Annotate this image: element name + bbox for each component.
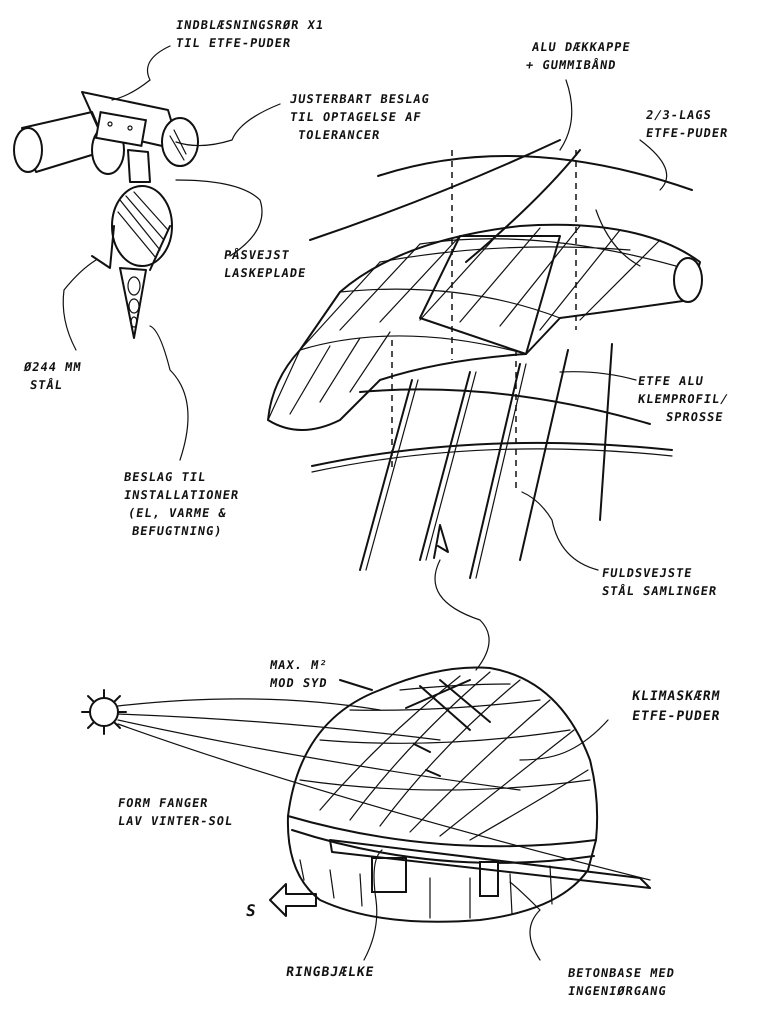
label-sun-1: MAX. M²: [269, 658, 329, 672]
label-form-2: LAV VINTER-SOL: [117, 814, 235, 828]
etfe-grid-assembly: [267, 139, 703, 579]
label-profile-3: SPROSSE: [665, 410, 725, 424]
label-sun-2: MOD SYD: [269, 676, 329, 690]
label-plate-2: LASKEPLADE: [223, 266, 308, 280]
label-bracket-2: TIL OPTAGELSE AF: [289, 110, 423, 124]
label-installations-4: BEFUGTNING): [131, 524, 224, 538]
label-pipes-1: INDBLÆSNINGSRØR X1: [175, 18, 326, 32]
sun-icon: [81, 679, 651, 881]
label-steel-2: STÅL: [29, 378, 64, 392]
label-plate-1: PÅSVEJST: [223, 248, 291, 262]
label-installations-1: BESLAG TIL: [123, 470, 208, 484]
label-cushions-1: 2/3-LAGS: [645, 108, 713, 122]
label-profile-1: ETFE ALU: [637, 374, 705, 388]
compass-south-label: S: [244, 901, 259, 920]
label-form-1: FORM FANGER: [117, 796, 210, 810]
up-arrow-icon: [433, 524, 490, 671]
label-screen-2: ETFE-PUDER: [631, 709, 722, 724]
label-ring: RINGBJÆLKE: [285, 965, 376, 980]
label-joints-2: STÅL SAMLINGER: [601, 584, 719, 598]
label-cover-1: ALU DÆKKAPPE: [531, 40, 632, 54]
label-steel-1: Ø244 MM: [23, 360, 83, 374]
compass-arrow-icon: [269, 883, 317, 917]
label-cushions-2: ETFE-PUDER: [645, 126, 730, 140]
label-joints-1: FULDSVEJSTE: [601, 566, 694, 580]
label-base-1: BETONBASE MED: [567, 966, 676, 980]
pipe-node-detail: [13, 91, 199, 339]
label-base-2: INGENIØRGANG: [567, 984, 668, 998]
label-bracket-1: JUSTERBART BESLAG: [289, 92, 431, 106]
label-screen-1: KLIMASKÆRM: [631, 689, 722, 704]
label-pipes-2: TIL ETFE-PUDER: [175, 36, 293, 50]
label-installations-2: INSTALLATIONER: [123, 488, 241, 502]
leader-lines: [62, 45, 668, 961]
label-installations-3: (EL, VARME &: [127, 506, 228, 520]
dome: [286, 666, 651, 923]
label-profile-2: KLEMPROFIL/: [637, 392, 730, 406]
label-cover-2: + GUMMIBÅND: [525, 58, 618, 72]
label-bracket-3: TOLERANCER: [297, 128, 382, 142]
